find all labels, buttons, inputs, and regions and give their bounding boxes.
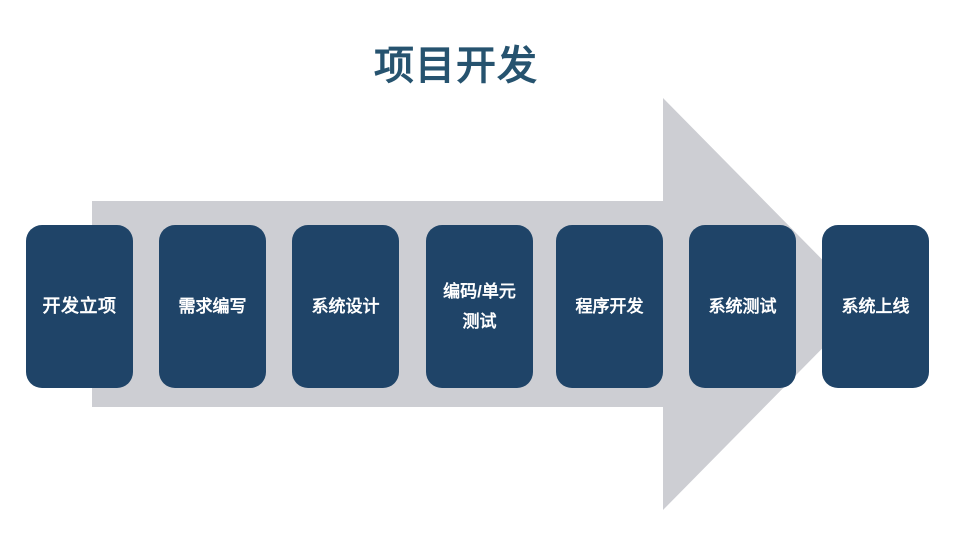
step-box-2: 需求编写 [159, 225, 266, 388]
step-label-5: 程序开发 [575, 296, 644, 316]
page-title: 项目开发 [374, 44, 538, 88]
step-label-4: 编码/单元 测试 [443, 281, 516, 331]
step-box-6: 系统测试 [689, 225, 796, 388]
step-box-4: 编码/单元 测试 [426, 225, 533, 388]
step-label-3: 系统设计 [311, 296, 380, 316]
step-label-1: 开发立项 [42, 295, 117, 316]
step-box-3: 系统设计 [292, 225, 399, 388]
step-label-7: 系统上线 [841, 296, 910, 316]
step-label-6: 系统测试 [708, 296, 777, 316]
step-box-1: 开发立项 [26, 225, 133, 388]
step-box-7: 系统上线 [822, 225, 929, 388]
step-box-5: 程序开发 [556, 225, 663, 388]
step-label-2: 需求编写 [178, 296, 247, 316]
